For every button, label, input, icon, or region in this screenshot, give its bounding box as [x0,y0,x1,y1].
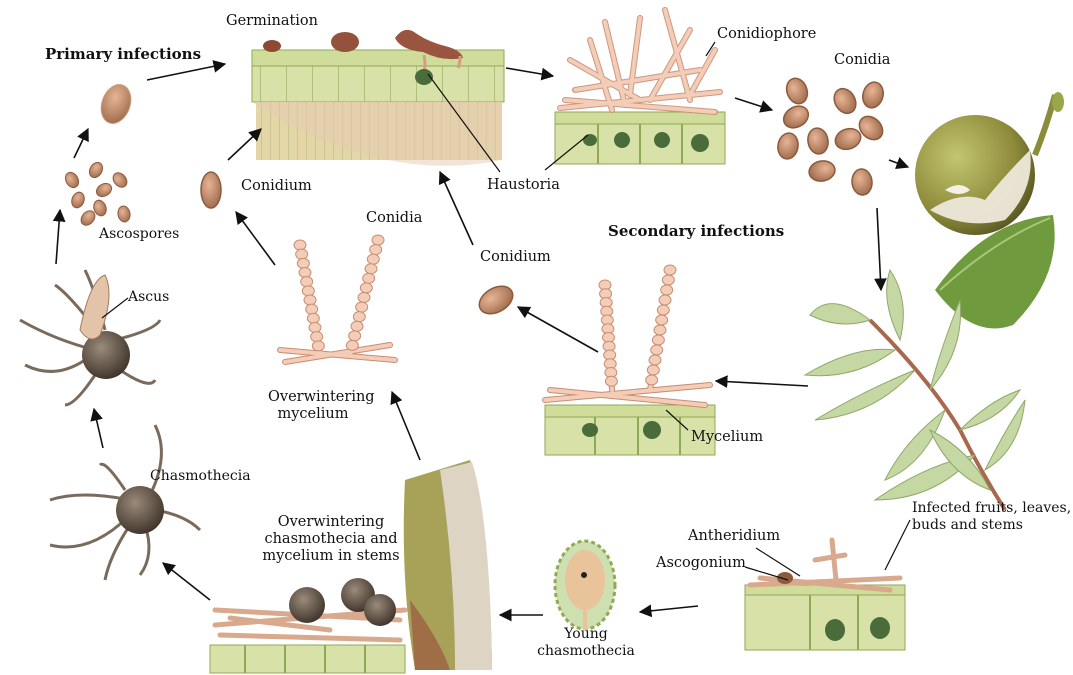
infected-fruits-label: Infected fruits, leaves, buds and stems [912,500,1071,533]
secondary-infections-label: Secondary infections [608,223,784,241]
conidium-bead [659,295,671,305]
conidium-bead [349,331,361,341]
conidium-bead [296,249,308,259]
conidium-bead [363,273,375,283]
conidia-top-label: Conidia [834,52,890,69]
primary-infections-label: Primary infections [45,46,201,64]
conidium-bead [302,286,314,296]
conidium-bead [356,302,368,312]
conidium-bead [299,268,311,278]
haustoria-label: Haustoria [487,177,560,194]
conidium-bead [652,335,664,345]
conidium-bead [370,245,382,255]
conidium-bead [651,345,663,355]
conidium-center-label: Conidium [480,249,551,266]
secondary-mycelium-section [545,270,715,455]
conidium-bead [346,340,358,350]
conidiophore-label: Conidiophore [717,26,816,43]
young-chasmothecium [555,541,615,630]
conidium-bead [365,264,377,274]
conidium-bead [662,275,674,285]
overwintering-chasmothecia-label: Overwintering chasmothecia and mycelium … [262,514,400,565]
young-chasmothecia-line1: Young [564,626,607,642]
conidium-bead [351,321,363,331]
conidium-bead [654,325,666,335]
conidium-bead [306,304,318,314]
conidium-bead [301,277,313,287]
conidium-bead [312,341,324,351]
conidia-center-label: Conidia [366,210,422,227]
conidium-bead [367,254,379,264]
conidium-bead [661,285,673,295]
conidium-bead [353,312,365,322]
infected-fruit [915,92,1064,235]
conidium-left-label: Conidium [241,178,312,195]
overwintering-mycelium-line1: Overwintering [268,389,375,405]
overwintering-mycelium-label: Overwintering mycelium [268,389,358,423]
conidium-bead [646,375,658,385]
young-chasmothecia-label: Young chasmothecia [535,626,637,659]
chasmothecia-label: Chasmothecia [150,468,251,485]
conidium-bead [664,265,676,275]
conidium-bead [304,295,316,305]
conidium-bead [605,376,617,386]
germination-leaf-section [252,30,504,166]
young-chasmothecia-line2: chasmothecia [537,643,635,659]
ascogonium-label: Ascogonium [656,555,746,572]
overwintering-chasmothecia-line2: chasmothecia and [264,531,397,547]
conidium-bead [360,283,372,293]
ascus-label: Ascus [128,289,169,306]
ascospores-cluster [63,160,131,228]
infected-fruits-line2: buds and stems [912,517,1023,533]
overwintering-mycelium-line2: mycelium [277,406,348,422]
conidia-cluster [776,75,887,195]
conidium-bead [294,240,306,250]
conidium-bead [372,235,384,245]
germination-label: Germination [226,13,318,30]
conidium-bead [297,258,309,268]
conidium-bead [656,315,668,325]
conidium-bead [657,305,669,315]
infected-fruits-line1: Infected fruits, leaves, [912,500,1071,516]
ascospores-label: Ascospores [99,226,179,243]
overwintering-chasmothecia-line1: Overwintering [278,514,385,530]
mycelium-label: Mycelium [691,429,763,446]
infected-leaf [935,215,1055,328]
conidium-center-spore [474,281,517,320]
primary-infection-spore [96,80,136,127]
overwintering-stem-section [210,578,405,673]
conidium-bead [649,355,661,365]
conidium-bead [311,332,323,342]
conidium-left-spore [201,172,221,208]
conidium-bead [647,365,659,375]
conidium-bead [358,293,370,303]
conidium-bead [307,313,319,323]
overwintering-chasmothecia-line3: mycelium in stems [262,548,399,564]
chasmothecium [50,425,200,580]
infected-stem [404,460,492,670]
antheridium-label: Antheridium [688,528,780,545]
conidium-bead [309,323,321,333]
